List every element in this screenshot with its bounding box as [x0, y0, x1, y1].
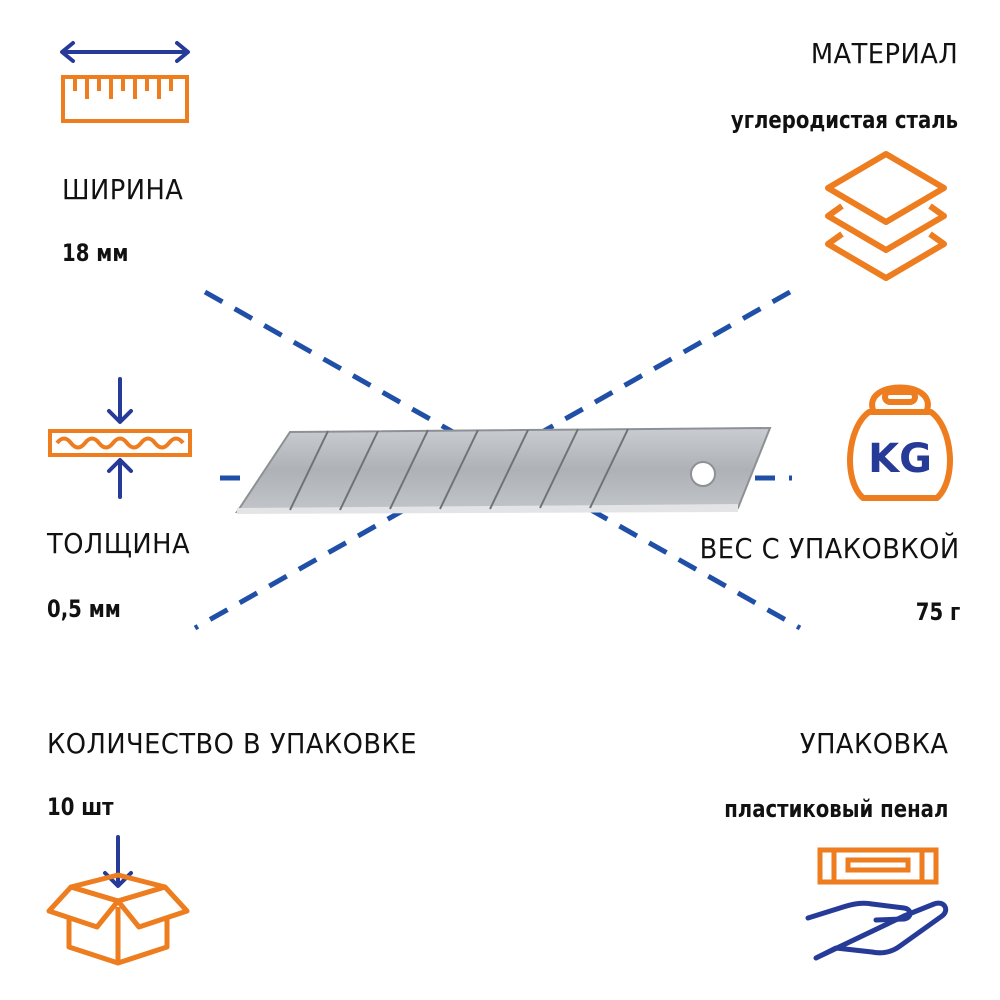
weight-value: 75 г	[915, 598, 960, 626]
material-label: МАТЕРИАЛ	[810, 37, 958, 70]
weight-label: ВЕС С УПАКОВКОЙ	[700, 532, 960, 565]
hand-case-icon	[805, 847, 949, 961]
width-value: 18 мм	[62, 239, 129, 267]
quantity-label: КОЛИЧЕСТВО В УПАКОВКЕ	[47, 727, 418, 760]
thickness-value: 0,5 мм	[47, 595, 121, 623]
thickness-label: ТОЛЩИНА	[47, 527, 191, 560]
thickness-icon	[48, 377, 192, 499]
weight-kg-text: KG	[868, 436, 932, 482]
quantity-value: 10 шт	[47, 793, 114, 821]
material-value: углеродистая сталь	[730, 106, 958, 134]
box-icon	[46, 835, 190, 966]
ruler-width-icon	[60, 41, 190, 123]
packaging-value: пластиковый пенал	[723, 795, 948, 823]
weight-kg-icon: KG	[847, 384, 953, 501]
layers-icon	[825, 151, 947, 281]
packaging-label: УПАКОВКА	[799, 727, 948, 760]
width-label: ШИРИНА	[62, 173, 184, 206]
